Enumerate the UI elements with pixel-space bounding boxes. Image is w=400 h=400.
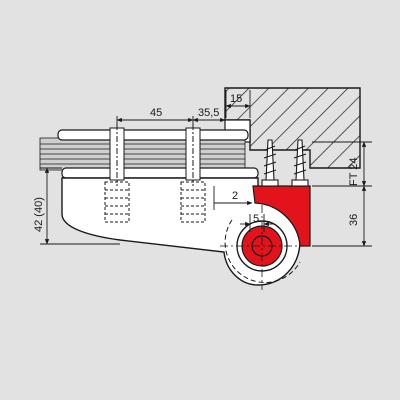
- threaded-insert-left: [104, 181, 130, 223]
- wood-screw-right: [291, 139, 309, 187]
- dim-label-15: 15: [230, 93, 242, 105]
- wood-screw-left: [261, 139, 279, 187]
- dim-5: [240, 214, 274, 232]
- glass-panes: [39, 137, 246, 171]
- dim-label-42-40: 42 (40): [33, 197, 45, 232]
- dim-42-40: [40, 167, 120, 245]
- dim-15: [225, 90, 251, 118]
- dim-35-5: [192, 116, 226, 128]
- dim-label-2: 2: [232, 190, 238, 202]
- clamp-bolt-left: [109, 124, 125, 186]
- dim-label-45: 45: [150, 107, 162, 119]
- threaded-insert-right: [180, 181, 206, 223]
- lower-clamp-plate: [61, 167, 259, 179]
- swing-arc: [224, 219, 301, 283]
- dim-label-ft-24: FT 24: [348, 157, 360, 186]
- upper-clamp-plate: [57, 129, 249, 141]
- dim-label-36: 36: [348, 214, 360, 226]
- dim-36: [312, 185, 372, 247]
- clamp-bolt-right: [185, 124, 201, 186]
- dim-2: [213, 186, 253, 210]
- dim-label-35-5: 35,5: [198, 107, 219, 119]
- dim-label-5: 5: [253, 213, 259, 225]
